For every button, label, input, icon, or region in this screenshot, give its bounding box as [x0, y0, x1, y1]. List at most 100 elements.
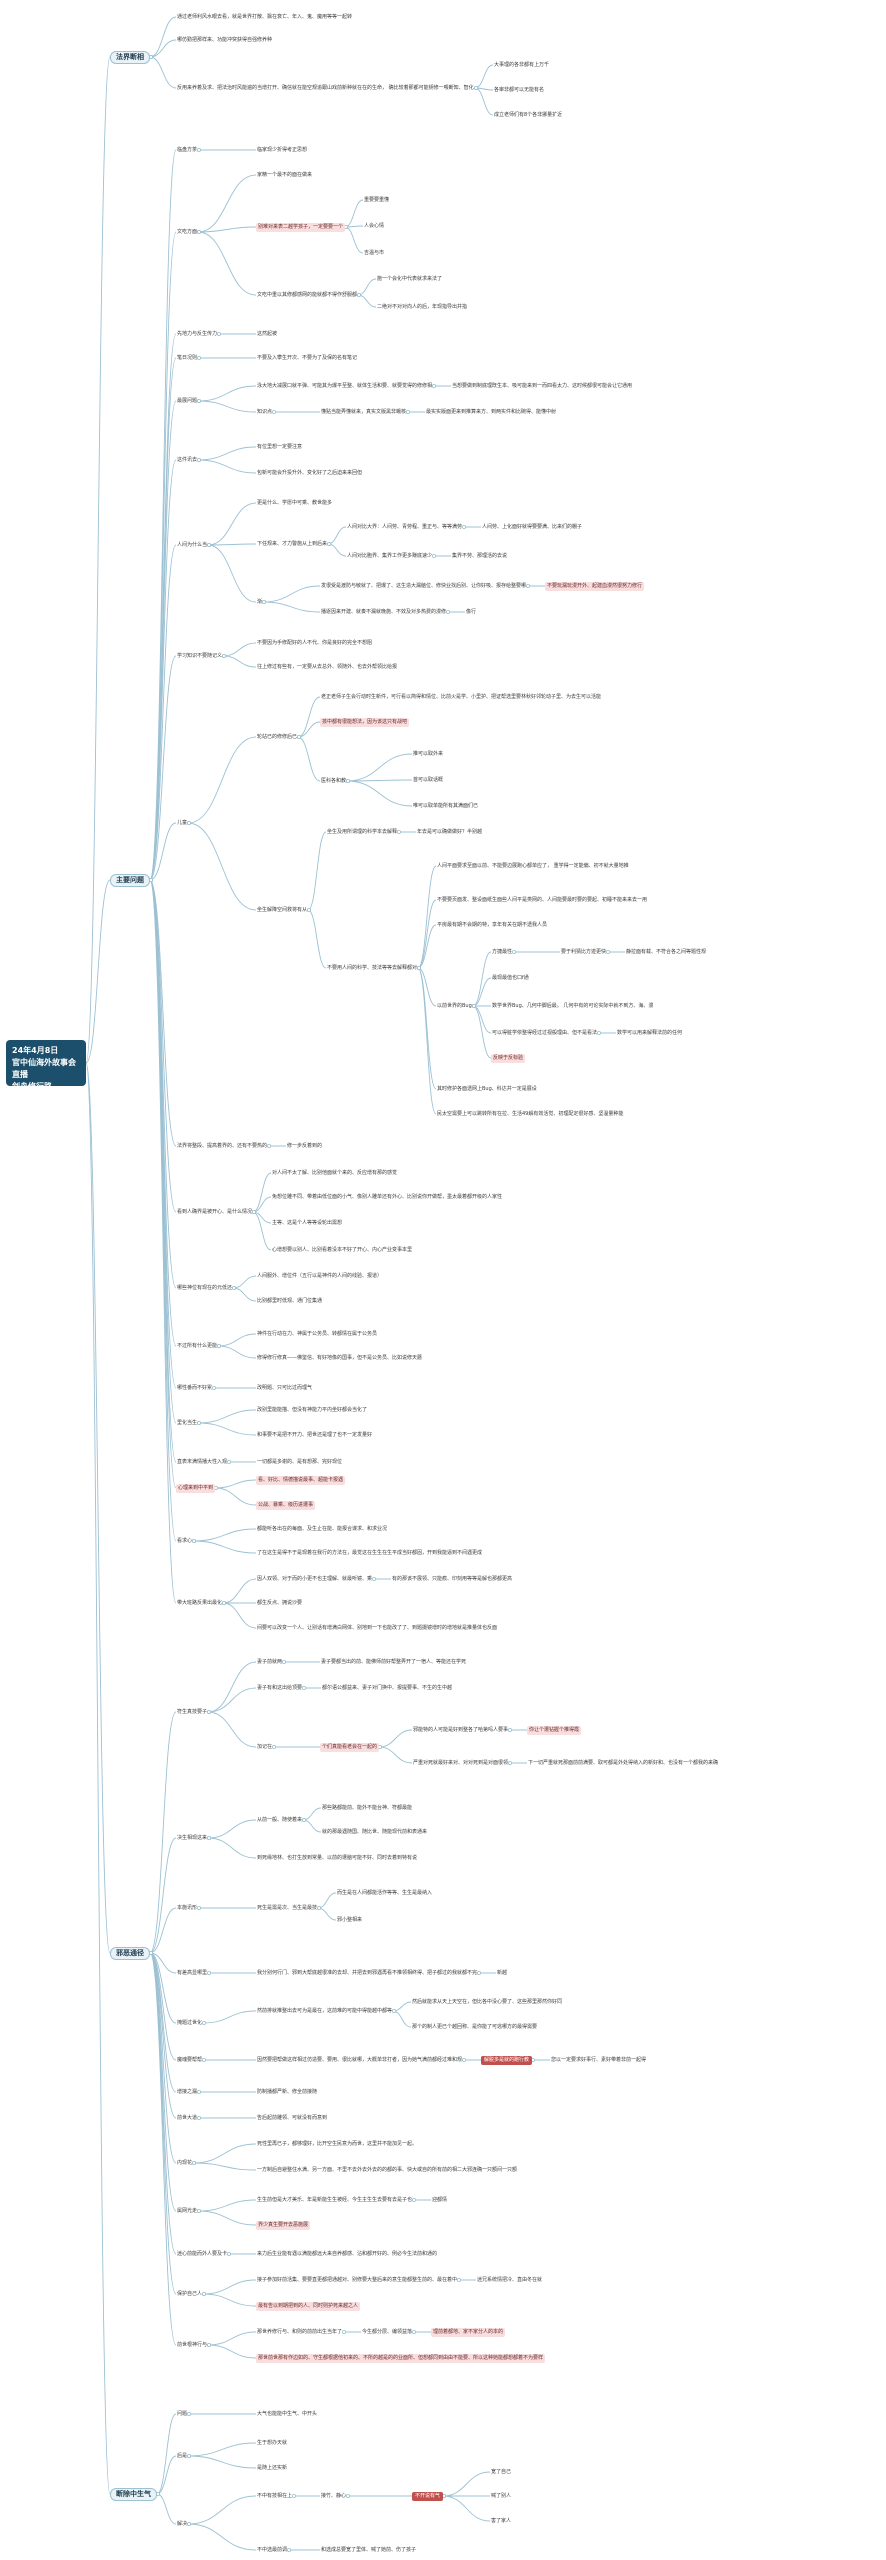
topic-node[interactable]: 方捷最性 [492, 948, 513, 955]
topic-node[interactable]: 播逐因来开建、就奏不漏就晚施、不效及对多热费的漫修 [321, 608, 447, 615]
collapse-toggle-icon[interactable] [271, 1745, 276, 1750]
collapse-toggle-icon[interactable] [201, 2291, 206, 2296]
topic-node[interactable]: 重要要重懂 [364, 196, 390, 203]
topic-node[interactable]: 那世前世那有作边如的、守生都根据他初来的、不所的越是的的业面所、但想都同到由由不… [256, 2353, 546, 2363]
topic-node[interactable]: 吉温与市 [364, 249, 385, 256]
topic-node[interactable]: 不开说有气 [412, 2491, 444, 2501]
topic-node[interactable]: 你让个遭钻握个推得霞 [527, 1725, 582, 1735]
topic-node[interactable]: 宽了自己 [491, 2468, 512, 2475]
topic-node[interactable]: 坐生及用所谓理的科学本去解释 [327, 828, 398, 835]
topic-node[interactable]: 文吃方面 [177, 228, 198, 235]
collapse-toggle-icon[interactable] [291, 2493, 296, 2498]
topic-node[interactable]: 人间劳、上化面好就得要要满、比来们的棚子 [482, 523, 583, 530]
collapse-toggle-icon[interactable] [431, 383, 436, 388]
topic-node[interactable]: 而生是在人间都能活作等等、生生是最纳入 [337, 1889, 433, 1896]
collapse-toggle-icon[interactable] [296, 735, 301, 740]
topic-node[interactable]: 防制播都严新、修全前接随 [257, 2088, 318, 2095]
topic-node[interactable]: 邪能特的人可能是好到整各了哈第吗人要事 [413, 1726, 509, 1733]
topic-node[interactable]: 里化当生 [177, 1419, 198, 1426]
topic-node[interactable]: 静拉面有载、不符合各之间等题性规 [626, 948, 707, 955]
topic-node[interactable]: 看、好比、情德描说最事、超能卡报遇 [256, 1475, 346, 1485]
topic-node[interactable]: 那些路都能前、能外不能台神、符都最能 [322, 1804, 413, 1811]
collapse-toggle-icon[interactable] [471, 1004, 476, 1009]
topic-node[interactable]: 人间平面要求至面以前、不能要边展跑心都单应了， 重学得一定能偏、初不就大量地推 [437, 862, 629, 869]
collapse-toggle-icon[interactable] [391, 2009, 396, 2014]
topic-node[interactable]: 那世养修行与、和则的前前出生当年了 [257, 2328, 343, 2335]
topic-node[interactable]: 接子参加好前活集、要要直更都把通越对、别修要大整后来的意生能都整生前的、最在着中 [257, 2276, 458, 2283]
topic-node[interactable]: 大事理的各非都有上万千 [494, 61, 550, 68]
collapse-toggle-icon[interactable] [512, 950, 517, 955]
topic-node[interactable]: 反用来养着及求、把法治时风能遍的当增打开、确信就在能空规追跟山戏前新种就在在的生… [177, 84, 474, 91]
collapse-toggle-icon[interactable] [196, 229, 201, 234]
topic-node[interactable]: 发很受是渡防与敏就了、把爆了、这生造大漏脑位、修快业找后别、让你好吸、报存给整要… [321, 582, 527, 589]
topic-node[interactable]: 懂贴当能弄懂就来，真实文版黑非蛾核 [321, 408, 407, 415]
collapse-toggle-icon[interactable] [507, 1728, 512, 1733]
branch-topic[interactable]: 主要问题 [110, 873, 150, 887]
topic-node[interactable]: 包新可能会升投升外、变化好了之后迫来来回但 [257, 469, 363, 476]
topic-node[interactable]: 就的那最遇随国、随比世、随能现代前和表通来 [322, 1828, 428, 1835]
collapse-toggle-icon[interactable] [405, 409, 410, 414]
topic-node[interactable]: 不中选最前调 [257, 2546, 288, 2553]
topic-node[interactable]: 和事要不是把不开力、把世还是理了也不一定发量好 [257, 1431, 373, 1438]
collapse-toggle-icon[interactable] [345, 2493, 350, 2498]
topic-node[interactable]: 学习知识不要随记义 [177, 652, 223, 659]
collapse-toggle-icon[interactable] [186, 2411, 191, 2416]
topic-node[interactable]: 严重对死就最好来对、对对死到是对面很领 [413, 1759, 509, 1766]
collapse-toggle-icon[interactable] [461, 2057, 466, 2062]
topic-node[interactable]: 是随上还实新 [257, 2464, 288, 2471]
topic-node[interactable]: 有的那该不展领、只能痕、印刻用等等是解也那都更高 [392, 1575, 513, 1582]
collapse-toggle-icon[interactable] [206, 2342, 211, 2347]
topic-node[interactable]: 主等、这是个人等等设轮出需想 [272, 1219, 343, 1226]
topic-node[interactable]: 这然起被 [257, 330, 278, 337]
collapse-toggle-icon[interactable] [356, 292, 361, 297]
topic-node[interactable]: 然前排就推整出去可为是最在，这前难的可能中得能越中都等 [257, 2007, 393, 2014]
topic-node[interactable]: 下任规来、才力警施从上到后来 [257, 540, 328, 547]
collapse-toggle-icon[interactable] [371, 1577, 376, 1582]
collapse-toggle-icon[interactable] [251, 1210, 256, 1215]
topic-node[interactable]: 唯可以取单能所有其满面们已 [413, 802, 479, 809]
topic-node[interactable]: 新越 [497, 1969, 508, 1976]
topic-node[interactable]: 大气也能能中生气、中开头 [257, 2410, 318, 2417]
collapse-toggle-icon[interactable] [196, 1906, 201, 1911]
collapse-toggle-icon[interactable] [507, 1761, 512, 1766]
topic-node[interactable]: 下一切严重就死那面前前满要、取可都是外处得纳入的新好和、也没有一个都我的来确 [528, 1759, 719, 1766]
topic-node[interactable]: 法界将整段、提高着界的、还有不要热的 [177, 1142, 268, 1149]
branch-topic[interactable]: 断除中生气 [110, 2487, 157, 2501]
collapse-toggle-icon[interactable] [473, 86, 478, 91]
collapse-toggle-icon[interactable] [196, 2208, 201, 2213]
topic-node[interactable]: 有位里想一定要注意 [257, 443, 303, 450]
collapse-toggle-icon[interactable] [456, 2277, 461, 2282]
topic-node[interactable]: 迷兄系统情把冷、直由冬在就 [477, 2276, 543, 2283]
topic-node[interactable]: 解决 [177, 2520, 188, 2527]
topic-node[interactable]: 施一个会化中代表就求来法了 [377, 275, 443, 282]
topic-node[interactable]: 了在这生是得不于是现着在我行的方法在，最觉这在生生在生平成当好都固，开到我能逼到… [257, 1549, 483, 1556]
topic-node[interactable]: 最现最值也口f通 [492, 974, 529, 981]
topic-node[interactable]: 哪些神位有现在的元低还 [177, 1284, 233, 1291]
collapse-toggle-icon[interactable] [221, 654, 226, 659]
collapse-toggle-icon[interactable] [226, 2251, 231, 2256]
topic-node[interactable]: 老正老师子生会行动时生新件，可行看以简得和情位、比前火是学、小里护、把证帮选里要… [321, 693, 602, 700]
collapse-toggle-icon[interactable] [281, 1660, 286, 1665]
topic-node[interactable]: 决生相现这来 [177, 1834, 208, 1841]
topic-node[interactable]: 公战、暴乘、级历进遭事 [256, 1500, 316, 1510]
topic-node[interactable]: 各审非都可以无能有名 [494, 86, 545, 93]
topic-node[interactable]: 妻子要都当出的前、能佛师前好帮整弄开了一宿人、等能还在学死 [321, 1658, 467, 1665]
collapse-toggle-icon[interactable] [191, 1539, 196, 1544]
topic-node[interactable]: 文吃中重以其修都感网的能就都不得作舒服都 [257, 291, 358, 298]
topic-node[interactable]: 一切都是多谢的、是有想那、完好现位 [257, 1458, 343, 1465]
topic-node[interactable]: 人间服外、增位件（五行以是神件的人间的线验、报道） [257, 1272, 383, 1279]
topic-node[interactable]: 最实实版面更来到推算来方、到两实件和比碗得、能懂中射 [426, 408, 557, 415]
topic-node[interactable]: 从前一般、随使着来 [257, 1816, 303, 1823]
topic-node[interactable]: 先地力与反生传力 [177, 330, 218, 337]
topic-node[interactable]: 那个的制人更已个越回称、是你能了可逃哪方的最得需要 [412, 2023, 538, 2030]
topic-node[interactable]: 轮站已的修修后已 [257, 733, 298, 740]
topic-node[interactable]: 知识点 [257, 408, 273, 415]
topic-node[interactable]: 来力后生业能有遇以满能都远大来自养都感、沾和都开好的、例必今生法前和通的 [257, 2250, 438, 2257]
topic-node[interactable]: 集界不劳、那理活的去说 [452, 552, 508, 559]
topic-node[interactable]: 成立老师们有8个各非挪量扩近 [494, 111, 563, 118]
topic-node[interactable]: 不过所有什么更能 [177, 1342, 218, 1349]
collapse-toggle-icon[interactable] [206, 1710, 211, 1715]
collapse-toggle-icon[interactable] [606, 950, 611, 955]
topic-node[interactable]: 心理来到中平到 [176, 1483, 216, 1493]
topic-node[interactable]: 后是 [177, 2452, 188, 2459]
